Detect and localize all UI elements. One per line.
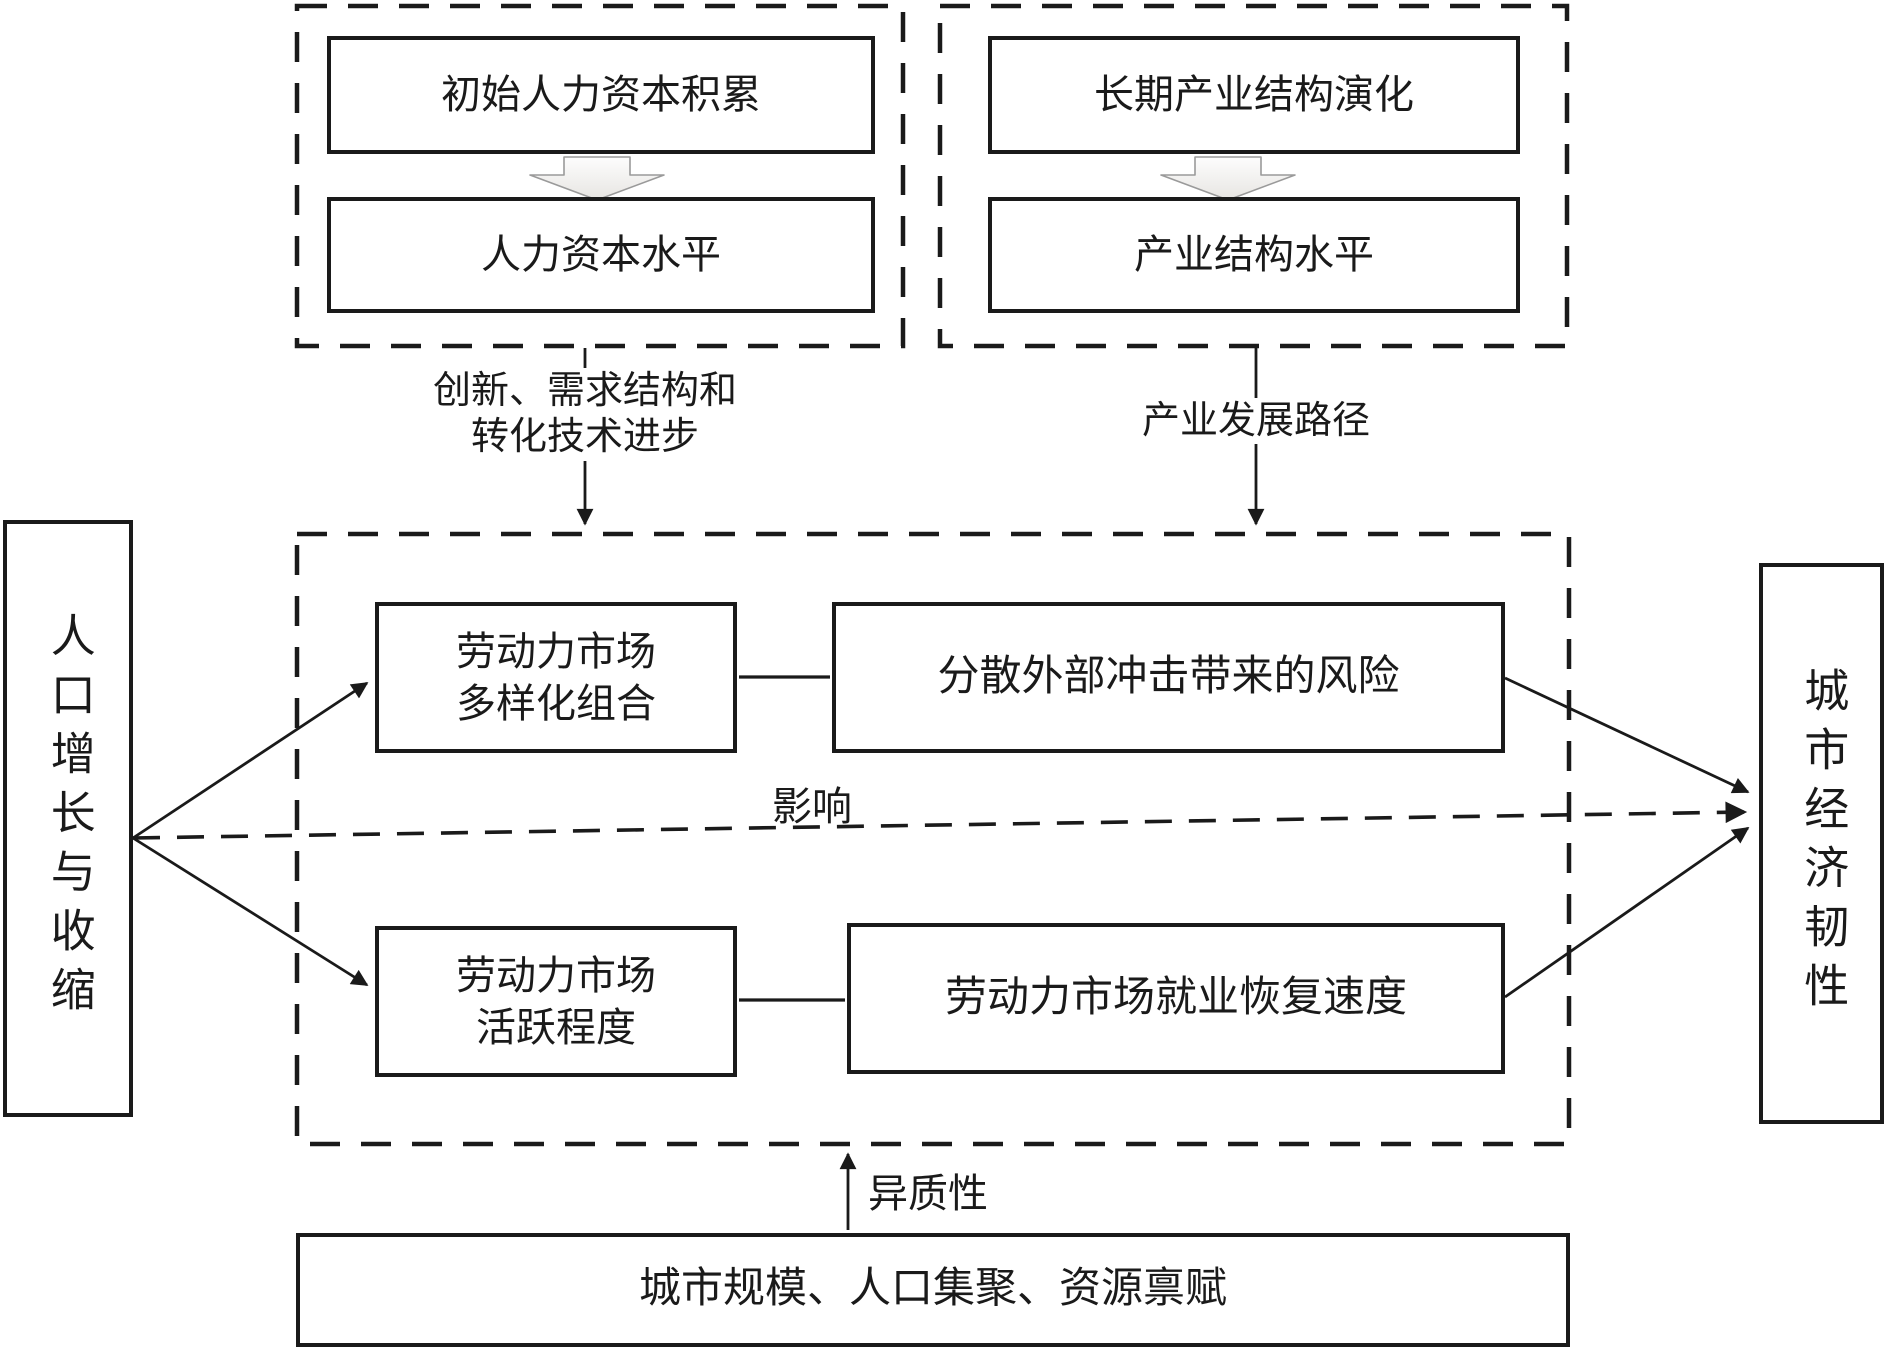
- industry-evolution-box: 长期产业结构演化: [988, 36, 1520, 154]
- urban-resilience-label: 城市经济韧性: [1797, 666, 1848, 1021]
- labor-diversity-line2: 多样化组合: [456, 680, 656, 726]
- employment-recovery-box: 劳动力市场就业恢复速度: [847, 923, 1505, 1074]
- risk-dispersion-box: 分散外部冲击带来的风险: [832, 602, 1505, 753]
- risk-dispersion-label: 分散外部冲击带来的风险: [937, 653, 1400, 700]
- innovation-path-line2: 转化技术进步: [470, 416, 699, 459]
- arrow-risk-to-resilience: [1504, 676, 1750, 794]
- labor-activity-line1: 劳动力市场: [456, 953, 656, 999]
- heterogeneity-label: 异质性: [868, 1171, 988, 1216]
- arrow-population-to-diversity: [132, 681, 369, 840]
- initial-human-capital-label: 初始人力资本积累: [441, 72, 761, 118]
- industry-level-label: 产业结构水平: [1134, 232, 1374, 278]
- labor-market-dashed-box: [294, 531, 1572, 1147]
- human-capital-dashed-box: [294, 3, 906, 349]
- initial-human-capital-box: 初始人力资本积累: [327, 36, 875, 154]
- block-arrows: [529, 156, 1296, 201]
- industry-path-label: 产业发展路径: [1076, 398, 1436, 445]
- human-capital-level-box: 人力资本水平: [327, 197, 875, 313]
- industry-dashed-box: [937, 3, 1570, 349]
- urban-resilience-box: 城市经济韧性: [1759, 563, 1884, 1124]
- industry-evolution-label: 长期产业结构演化: [1094, 72, 1414, 118]
- industry-level-box: 产业结构水平: [988, 197, 1520, 313]
- arrow-influence-dashed: [132, 801, 1748, 840]
- solid-arrows: [132, 348, 1750, 1230]
- population-change-label: 人口增长与收缩: [43, 612, 94, 1025]
- employment-recovery-label: 劳动力市场就业恢复速度: [944, 974, 1407, 1021]
- block-arrow-left: [529, 156, 665, 201]
- labor-activity-line2: 活跃程度: [476, 1004, 636, 1050]
- arrow-recovery-to-resilience: [1504, 826, 1750, 999]
- city-endowment-label: 城市规模、人口集聚、资源禀赋: [638, 1266, 1227, 1313]
- innovation-path-line1: 创新、需求结构和: [432, 370, 737, 412]
- arrow-population-to-activity: [132, 836, 369, 987]
- population-change-box: 人口增长与收缩: [3, 520, 133, 1117]
- labor-activity-box: 劳动力市场 活跃程度: [375, 926, 737, 1077]
- human-capital-level-label: 人力资本水平: [481, 232, 721, 278]
- influence-label: 影响: [772, 784, 852, 829]
- labor-diversity-box: 劳动力市场 多样化组合: [375, 602, 737, 753]
- innovation-path-label: 创新、需求结构和 转化技术进步: [335, 368, 835, 461]
- dashed-containers: [294, 3, 1572, 1147]
- labor-diversity-line1: 劳动力市场: [456, 629, 656, 675]
- city-endowment-box: 城市规模、人口集聚、资源禀赋: [296, 1233, 1570, 1347]
- block-arrow-right: [1160, 156, 1296, 201]
